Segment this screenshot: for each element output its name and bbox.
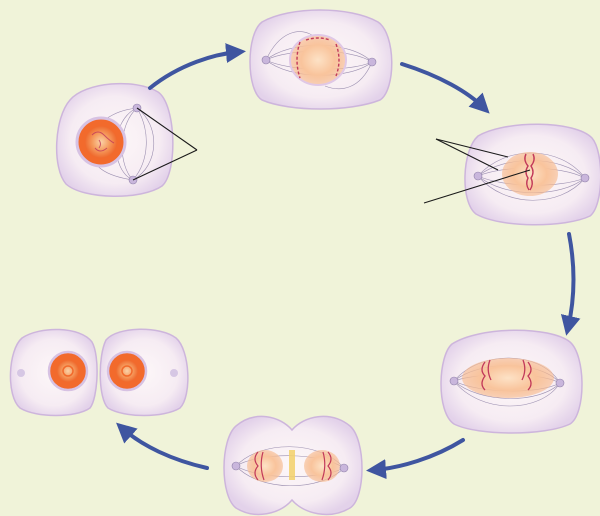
- centrosome: [581, 174, 589, 182]
- nucleus: [49, 352, 87, 390]
- metaphase-cell: [424, 124, 600, 225]
- nucleus-dissolving: [290, 35, 346, 85]
- arrow-prophase-to-prometaphase: [150, 52, 238, 88]
- prometaphase-cell: [250, 10, 392, 109]
- centrosome: [170, 369, 178, 377]
- centrosome: [556, 379, 564, 387]
- centrosome: [262, 56, 270, 64]
- telophase-cell: [224, 416, 362, 514]
- cleavage-furrow: [289, 450, 295, 480]
- centrosome: [17, 369, 25, 377]
- arrow-prometaphase-to-metaphase: [402, 64, 484, 108]
- centrosome: [368, 58, 376, 66]
- anaphase-cell: [441, 330, 582, 433]
- centrosome: [232, 462, 240, 470]
- arrow-anaphase-to-telophase: [374, 440, 463, 470]
- arrow-metaphase-to-anaphase: [568, 234, 573, 328]
- nucleus: [108, 352, 146, 390]
- centrosome: [340, 464, 348, 472]
- centrosome: [450, 377, 458, 385]
- prophase-cell: [57, 84, 197, 197]
- centrosome: [474, 172, 482, 180]
- daughter-cells: [10, 329, 187, 415]
- arrow-telophase-to-cytokinesis: [122, 428, 207, 468]
- chromatin-glow: [462, 358, 554, 398]
